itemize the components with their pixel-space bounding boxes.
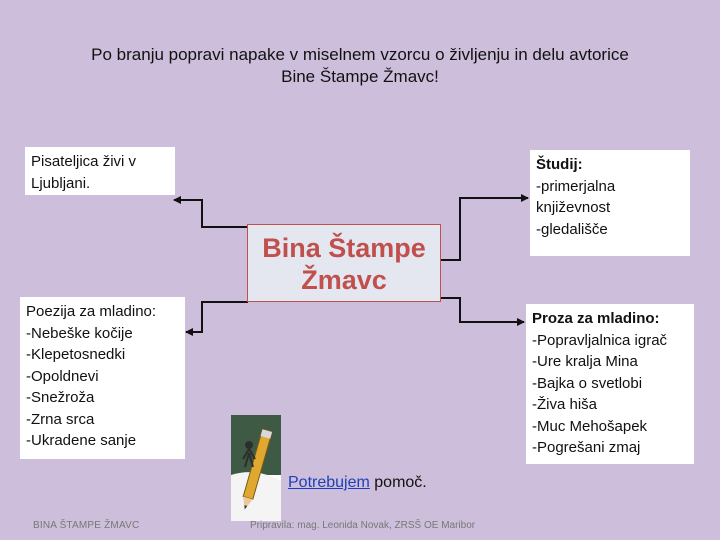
node-residence: Pisateljica živi v Ljubljani. [25,147,175,195]
title-line-2: Bine Štampe Žmavc! [281,67,439,86]
help-rest: pomoč. [369,474,427,491]
node-residence-line-1: Pisateljica živi v [31,153,137,170]
node-prose-line-6: -Pogrešani zmaj [532,439,641,456]
node-study-line-1: -primerjalna [536,177,616,195]
node-study: Študij: -primerjalna književnost -gledal… [530,150,690,256]
footer-left: BINA ŠTAMPE ŽMAVC [33,520,140,531]
node-residence-line-2: Ljubljani. [31,174,91,192]
node-poetry-line-4: -Snežroža [26,389,95,406]
node-prose-line-1: -Popravljalnica igrač [532,331,668,349]
node-poetry-line-2: -Klepetosnedki [26,346,126,363]
central-node-line-1: Bina Štampe [262,233,426,263]
node-poetry-line-5: -Zrna srca [26,410,95,428]
page-title: Po branju popravi napake v miselnem vzor… [40,44,680,88]
node-prose-line-2: -Ure kralja Mina [532,353,638,370]
node-poetry-line-1: -Nebeške kočije [26,324,133,342]
connector-top-left [173,196,248,228]
central-node-line-2: Žmavc [301,265,387,295]
connector-mid-left [185,301,248,336]
node-prose-line-3: -Bajka o svetlobi [532,374,643,392]
node-prose-line-5: -Muc Mehošapek [532,417,648,435]
node-study-heading: Študij: [536,156,583,173]
node-poetry-heading: Poezija za mladino: [26,303,157,320]
node-study-line-2: književnost [536,199,611,216]
node-prose: Proza za mladino: -Popravljalnica igrač … [526,304,694,464]
node-poetry-line-3: -Opoldnevi [26,367,99,385]
node-prose-line-4: -Živa hiša [532,396,598,413]
footer-center: Pripravila: mag. Leonida Novak, ZRSŠ OE … [250,520,476,531]
node-prose-heading: Proza za mladino: [532,310,660,327]
node-poetry: Poezija za mladino: -Nebeške kočije -Kle… [20,297,185,459]
help-link[interactable]: Potrebujem [288,474,370,491]
help-text: Potrebujem pomoč. [288,474,427,492]
pencil-icon[interactable] [231,415,281,521]
node-study-line-3: -gledališče [536,220,608,238]
title-line-1: Po branju popravi napake v miselnem vzor… [91,45,629,64]
node-poetry-line-6: -Ukradene sanje [26,432,137,449]
central-node: Bina Štampe Žmavc [247,224,441,302]
